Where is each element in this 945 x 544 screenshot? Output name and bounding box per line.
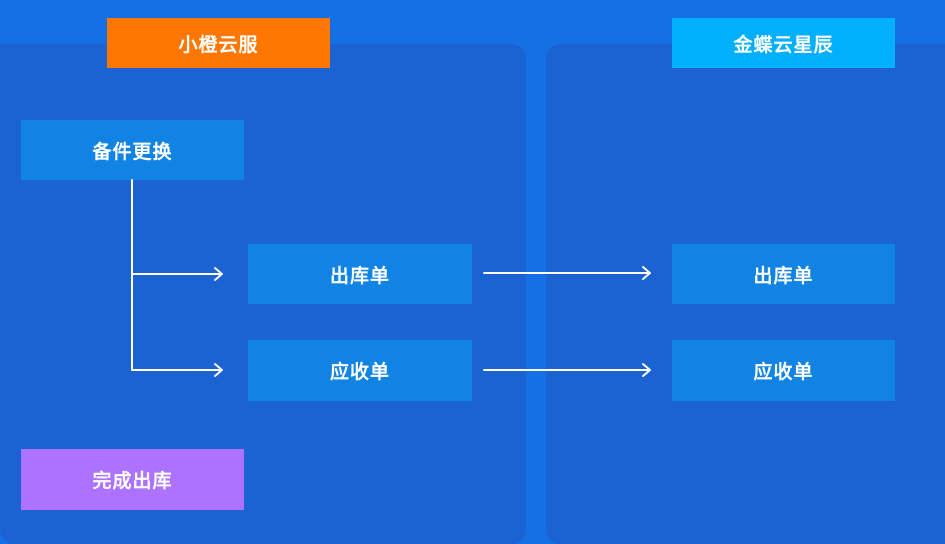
lane-header-xiaocheng: 小橙云服 <box>107 18 330 68</box>
node-outbound-order-left: 出库单 <box>248 244 472 304</box>
lane-header-kingdee: 金蝶云星辰 <box>672 18 895 68</box>
node-complete-outbound: 完成出库 <box>21 449 244 510</box>
node-outbound-order-right: 出库单 <box>672 244 895 304</box>
node-receivable-left: 应收单 <box>248 340 472 401</box>
node-spare-part-replace: 备件更换 <box>21 120 244 180</box>
node-receivable-right: 应收单 <box>672 340 895 401</box>
